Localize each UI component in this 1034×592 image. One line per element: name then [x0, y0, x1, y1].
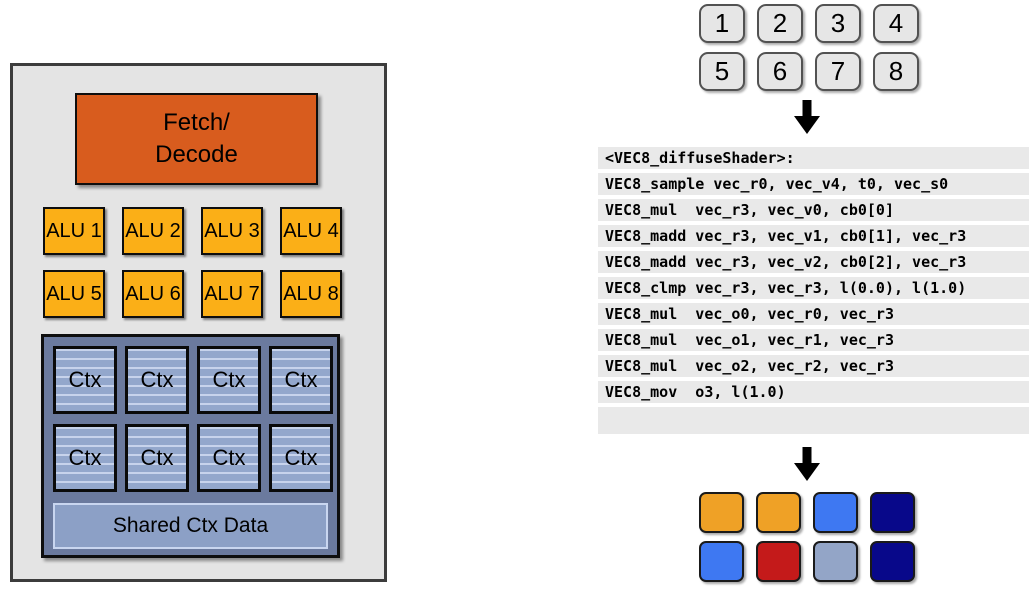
alu-box: ALU 1 — [43, 207, 105, 255]
shader-code-line: VEC8_clmp vec_r3, vec_r3, l(0.0), l(1.0) — [598, 277, 1029, 299]
pixel-swatch — [699, 492, 744, 533]
shader-code-line: VEC8_mov o3, l(1.0) — [598, 381, 1029, 403]
ctx-box: Ctx — [125, 424, 189, 492]
shared-ctx-data-label: Shared Ctx Data — [112, 514, 269, 537]
alu-box: ALU 2 — [122, 207, 184, 255]
pixel-swatch — [870, 492, 915, 533]
pixel-swatch — [756, 492, 801, 533]
down-arrow-icon — [794, 100, 820, 134]
shader-code-line — [598, 407, 1029, 434]
ctx-box: Ctx — [53, 346, 117, 414]
pixel-swatch — [870, 541, 915, 582]
alu-box: ALU 4 — [280, 207, 342, 255]
pixel-swatch — [813, 541, 858, 582]
alu-box: ALU 8 — [280, 270, 342, 318]
fragment-chip: 1 — [699, 4, 745, 43]
ctx-box: Ctx — [125, 346, 189, 414]
shader-code-line: VEC8_mul vec_o2, vec_r2, vec_r3 — [598, 355, 1029, 377]
shader-code-line: VEC8_madd vec_r3, vec_v1, cb0[1], vec_r3 — [598, 225, 1029, 247]
shared-ctx-data-bar: Shared Ctx Data — [53, 503, 328, 549]
fragment-chip: 6 — [757, 52, 803, 91]
alu-box: ALU 5 — [43, 270, 105, 318]
alu-box: ALU 3 — [201, 207, 263, 255]
fragment-chip: 2 — [757, 4, 803, 43]
fetch-decode-label-line1: Fetch/ — [163, 109, 230, 137]
fetch-decode-label-line2: Decode — [155, 141, 238, 168]
alu-grid: ALU 1 ALU 2 ALU 3 ALU 4 ALU 5 ALU 6 ALU 7 ALU 8 — [43, 207, 342, 318]
ctx-box: Ctx — [53, 424, 117, 492]
ctx-box: Ctx — [197, 424, 261, 492]
down-arrow-icon — [794, 447, 820, 481]
ctx-box: Ctx — [269, 424, 333, 492]
fragment-chip: 8 — [873, 52, 919, 91]
fragment-chip: 5 — [699, 52, 745, 91]
fetch-decode-box: Fetch/ Decode — [75, 93, 318, 185]
fragment-chip: 4 — [873, 4, 919, 43]
ctx-box: Ctx — [197, 346, 261, 414]
shader-code-line: VEC8_madd vec_r3, vec_v2, cb0[2], vec_r3 — [598, 251, 1029, 273]
alu-box: ALU 6 — [122, 270, 184, 318]
pixel-swatch — [813, 492, 858, 533]
output-pixel-grid — [699, 492, 915, 582]
fragment-chip: 7 — [815, 52, 861, 91]
alu-box: ALU 7 — [201, 270, 263, 318]
shader-code-line: VEC8_mul vec_o0, vec_r0, vec_r3 — [598, 303, 1029, 325]
shader-code-block: <VEC8_diffuseShader>: VEC8_sample vec_r0,… — [598, 147, 1029, 434]
pixel-swatch — [756, 541, 801, 582]
shader-code-line: VEC8_mul vec_r3, vec_v0, cb0[0] — [598, 199, 1029, 221]
shader-code-line: VEC8_sample vec_r0, vec_v4, t0, vec_s0 — [598, 173, 1029, 195]
pixel-swatch — [699, 541, 744, 582]
fragment-chip: 3 — [815, 4, 861, 43]
shader-code-line: <VEC8_diffuseShader>: — [598, 147, 1029, 169]
ctx-box: Ctx — [269, 346, 333, 414]
shader-code-line: VEC8_mul vec_o1, vec_r1, vec_r3 — [598, 329, 1029, 351]
